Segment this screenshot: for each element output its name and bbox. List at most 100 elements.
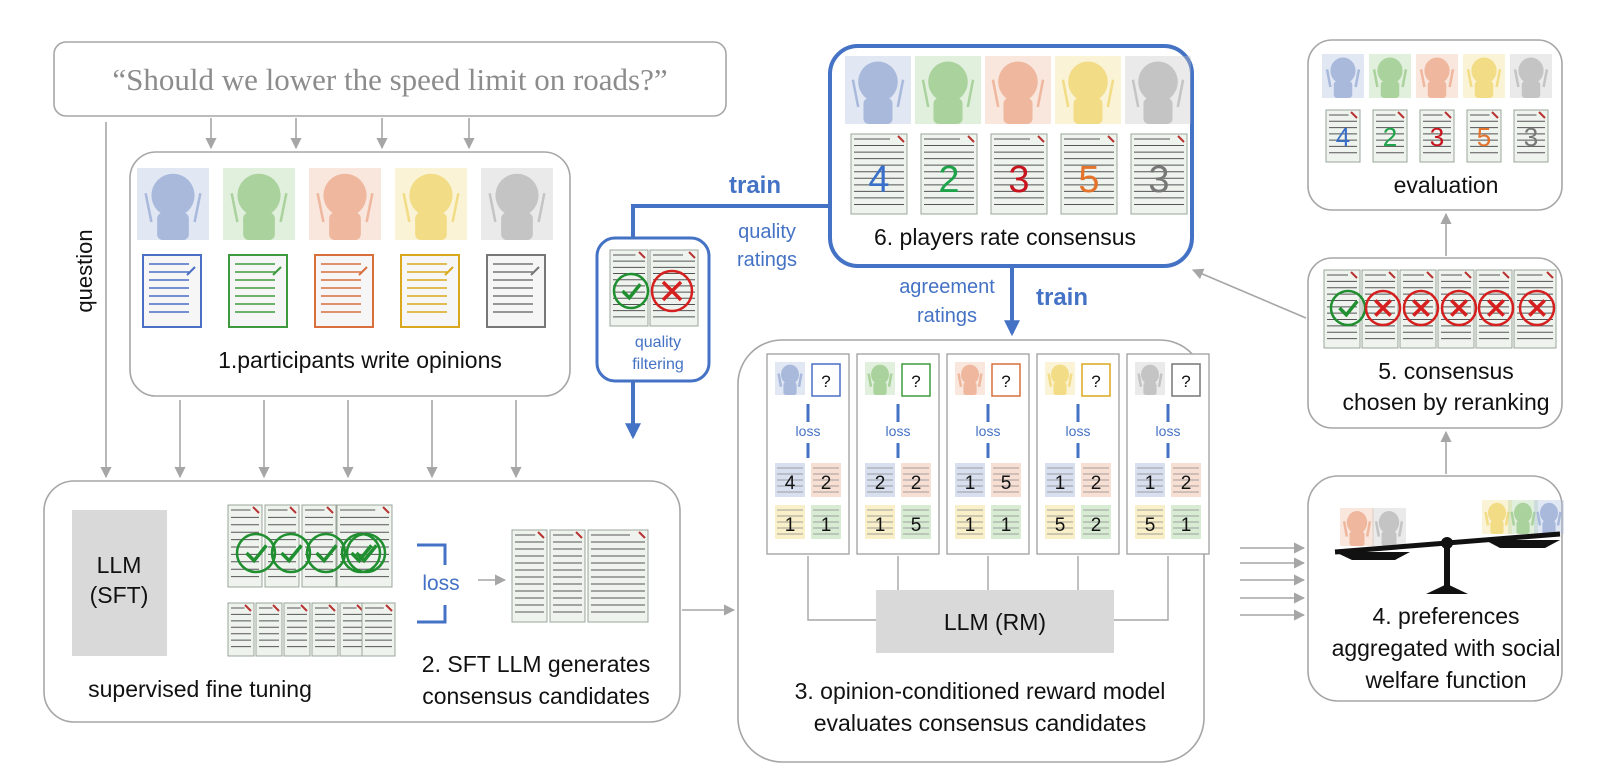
opinion-arrows — [174, 400, 522, 479]
evaluated-doc — [1466, 109, 1502, 163]
rm-loss-label: loss — [1066, 423, 1091, 439]
scale-avatar — [1508, 500, 1538, 534]
participant-avatar — [223, 168, 295, 240]
scale-avatar — [1534, 500, 1564, 534]
rated-doc — [850, 133, 908, 215]
cross-icon — [1518, 289, 1556, 327]
welfare-caption-line1: 4. preferences — [1372, 603, 1519, 629]
quality-filter-docs — [609, 249, 699, 327]
sft-approved-doc — [227, 504, 263, 588]
participants-row — [137, 168, 553, 328]
rm-rating-doc: 1 — [955, 463, 985, 497]
rating-score: 3 — [1008, 159, 1029, 201]
sft-loss-bracket-top — [417, 543, 447, 565]
sft-loss-bracket-bottom — [417, 605, 447, 624]
evaluated-doc — [1513, 109, 1549, 163]
rerank-to-players-arrow — [1191, 268, 1307, 319]
evaluation-score: 3 — [1430, 122, 1444, 152]
rm-participant-avatar — [775, 362, 805, 395]
check-icon — [345, 532, 387, 574]
rm-participant-avatar — [955, 362, 985, 395]
rm-caption-line2: evaluates consensus candidates — [814, 710, 1146, 736]
welfare-caption-line3: welfare function — [1364, 667, 1526, 693]
rm-loss-label: loss — [976, 423, 1001, 439]
sft-output-doc — [511, 529, 649, 623]
rm-rating-value: 2 — [821, 473, 832, 494]
rm-rating-value: 1 — [1001, 515, 1012, 536]
quality-ratings-line1: quality — [738, 221, 796, 243]
cross-icon — [650, 269, 694, 313]
rerank-caption-line1: 5. consensus — [1378, 358, 1514, 384]
rm-loss-label: loss — [796, 423, 821, 439]
rm-rating-value: 5 — [1001, 473, 1012, 494]
rm-rating-doc: 1 — [1135, 463, 1165, 497]
rm-participant-avatar — [1045, 362, 1075, 395]
evaluation-score: 3 — [1524, 122, 1538, 152]
rerank-caption-line2: chosen by reranking — [1342, 389, 1549, 415]
sft-llm-label-line1: LLM — [97, 552, 142, 578]
filter-doc — [609, 249, 649, 327]
agreement-ratings-line2: ratings — [917, 305, 977, 327]
scale-avatar — [1372, 508, 1406, 546]
rm-rating-value: 2 — [911, 473, 922, 494]
rated-doc — [920, 133, 978, 215]
rm-rating-value: 2 — [1091, 515, 1102, 536]
rating-score: 2 — [938, 159, 959, 201]
question-text: “Should we lower the speed limit on road… — [112, 62, 667, 97]
rating-score: 3 — [1148, 159, 1169, 201]
sft-candidate-doc — [255, 602, 283, 657]
sft-approved-doc — [264, 504, 300, 588]
participant-avatar — [309, 168, 381, 240]
rater-avatar — [845, 56, 911, 124]
evaluation-caption: evaluation — [1394, 172, 1499, 198]
rm-rating-value: 1 — [965, 515, 976, 536]
quality-ratings-line2: ratings — [737, 249, 797, 271]
rm-to-welfare-arrows — [1240, 542, 1306, 621]
rm-rating-doc: 5 — [1135, 505, 1165, 539]
rm-llm-box — [876, 590, 1114, 653]
rm-rating-doc: 5 — [991, 463, 1021, 497]
question-arrows — [100, 118, 475, 479]
rm-rating-value: 1 — [785, 515, 796, 536]
evaluation-score: 5 — [1477, 122, 1491, 152]
sft-candidate-doc — [283, 602, 311, 657]
cross-icon — [1402, 289, 1440, 327]
players-rate-caption: 6. players rate consensus — [874, 224, 1136, 250]
evaluation-score: 2 — [1383, 122, 1397, 152]
rater-avatar — [985, 56, 1051, 124]
rm-rating-doc: 1 — [775, 505, 805, 539]
sft-candidate-doc — [227, 602, 255, 657]
rm-participant-avatar — [865, 362, 895, 395]
cross-icon — [1477, 289, 1515, 327]
rm-rating-value: 1 — [821, 515, 832, 536]
balance-scale-icon — [1334, 500, 1564, 594]
evaluator-avatar — [1322, 54, 1364, 98]
participant-avatar — [395, 168, 467, 240]
sft-output-doc — [549, 529, 586, 623]
quality-filter-caption-line2: filtering — [632, 356, 684, 373]
rm-participant-avatar — [1135, 362, 1165, 395]
rm-rating-doc: 2 — [865, 463, 895, 497]
quality-filter-caption-line1: quality — [635, 334, 681, 351]
rating-score: 5 — [1078, 159, 1099, 201]
rm-rating-doc: 4 — [775, 463, 805, 497]
rm-rating-doc: 1 — [991, 505, 1021, 539]
evaluation-score: 4 — [1336, 122, 1350, 152]
rm-rating-value: 2 — [1181, 473, 1192, 494]
welfare-caption-line2: aggregated with social — [1332, 635, 1561, 661]
participants-caption: 1.participants write opinions — [218, 347, 502, 373]
evaluated-doc — [1372, 109, 1408, 163]
sft-llm-label-line2: (SFT) — [90, 582, 149, 608]
rm-question-mark: ? — [911, 372, 920, 391]
check-icon — [235, 532, 277, 574]
rm-rating-doc: 1 — [811, 505, 841, 539]
sft-caption-right-line1: 2. SFT LLM generates — [422, 651, 650, 677]
rm-rating-doc: 2 — [1081, 463, 1111, 497]
sft-llm-box — [72, 510, 167, 656]
rated-doc — [1130, 133, 1188, 215]
scale-avatar — [1340, 508, 1374, 546]
